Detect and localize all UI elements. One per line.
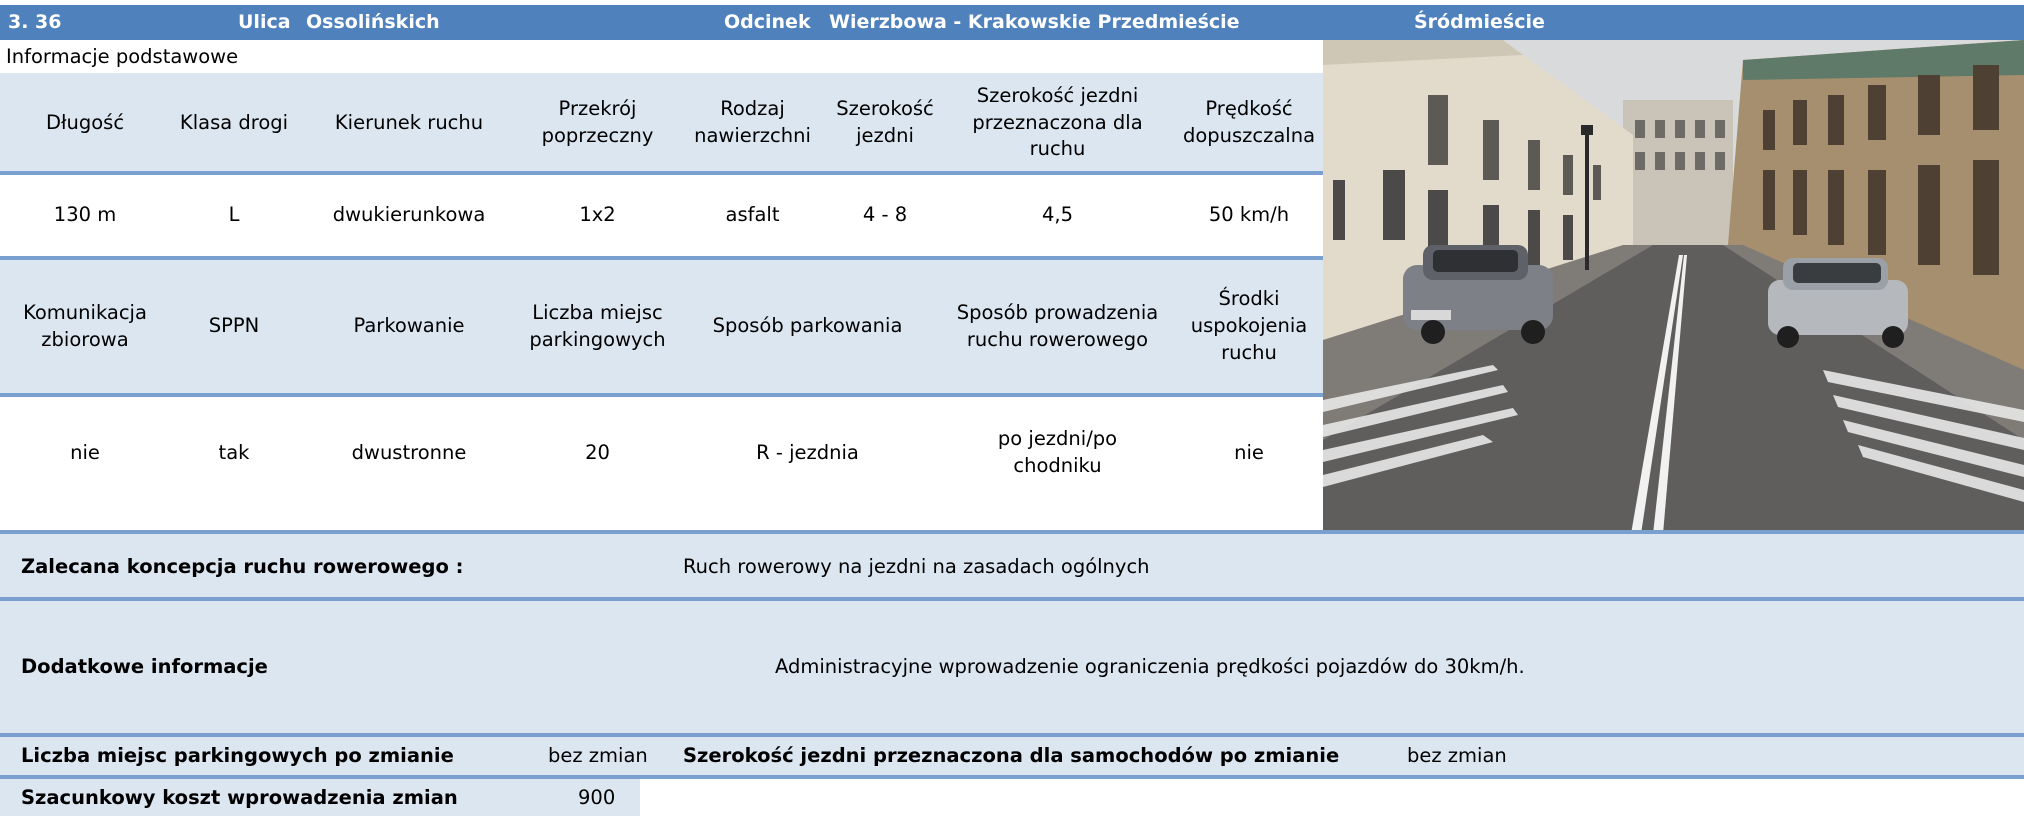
divider: [0, 171, 1323, 175]
header-cross-section: Przekrój poprzeczny: [541, 97, 654, 147]
after-change-row: [0, 737, 2024, 775]
additional-label: Dodatkowe informacje: [21, 655, 268, 678]
header-traffic-calming: Środki uspokojenia ruchu: [1190, 287, 1308, 364]
divider: [0, 393, 1323, 397]
segment-label: Odcinek: [724, 11, 811, 33]
value-bicycle-traffic: po jezdni/po chodniku: [997, 427, 1118, 477]
value-cross-section: 1x2: [579, 202, 616, 226]
header-parking-spaces: Liczba miejsc parkingowych: [529, 300, 666, 351]
value-parking-method: R - jezdnia: [756, 440, 859, 464]
value-speed-limit: 50 km/h: [1208, 202, 1290, 226]
header-traffic-direction: Kierunek ruchu: [334, 110, 484, 134]
value-traffic-width: 4,5: [1041, 202, 1073, 226]
value-parking-spaces: 20: [585, 440, 610, 464]
divider: [0, 775, 2024, 779]
table1-header-row: [0, 73, 1323, 173]
section-title: Informacje podstawowe: [6, 45, 239, 68]
cost-value: 900: [578, 786, 616, 809]
district-name: Śródmieście: [1414, 11, 1545, 33]
recommended-value: Ruch rowerowy na jezdni na zasadach ogól…: [683, 555, 1150, 578]
header-public-transport: Komunikacja zbiorowa: [23, 300, 147, 351]
header-sppn: SPPN: [208, 314, 260, 338]
width-after-label: Szerokość jezdni przeznaczona dla samoch…: [683, 744, 1340, 767]
cost-row: [0, 779, 640, 816]
header-speed-limit: Prędkość dopuszczalna: [1182, 97, 1316, 147]
street-name: Ossolińskich: [306, 11, 440, 33]
recommended-row: [0, 534, 2024, 598]
value-traffic-calming: nie: [1234, 440, 1264, 464]
divider: [0, 597, 2024, 601]
header-parking: Parkowanie: [353, 314, 465, 338]
header-bar: 3. 36 Ulica Ossolińskich Odcinek Wierzbo…: [0, 5, 2024, 40]
value-road-width: 4 - 8: [862, 202, 908, 226]
cost-label: Szacunkowy koszt wprowadzenia zmian: [21, 786, 458, 809]
header-surface-type: Rodzaj nawierzchni: [694, 97, 811, 147]
header-parking-method: Sposób parkowania: [712, 314, 903, 338]
header-bicycle-traffic: Sposób prowadzenia ruchu rowerowego: [956, 300, 1159, 351]
segment-name: Wierzbowa - Krakowskie Przedmieście: [829, 11, 1240, 33]
recommended-label: Zalecana koncepcja ruchu rowerowego :: [21, 555, 464, 578]
divider: [0, 256, 1323, 260]
header-traffic-width: Szerokość jezdni przeznaczona dla ruchu: [972, 83, 1143, 161]
value-road-class: L: [228, 202, 240, 226]
parking-after-value: bez zmian: [548, 744, 648, 767]
value-traffic-direction: dwukierunkowa: [332, 202, 486, 226]
parking-after-label: Liczba miejsc parkingowych po zmianie: [21, 744, 454, 767]
additional-value: Administracyjne wprowadzenie ograniczeni…: [775, 655, 1525, 678]
value-length: 130 m: [53, 202, 117, 226]
street-photo: [1323, 40, 2024, 534]
table2-header-row: [0, 260, 1323, 393]
divider: [0, 530, 2024, 534]
header-road-width: Szerokość jezdni: [836, 97, 934, 147]
value-sppn: tak: [218, 440, 250, 464]
street-photo-image: [1323, 40, 2024, 534]
value-public-transport: nie: [70, 440, 100, 464]
value-surface-type: asfalt: [725, 202, 780, 226]
header-road-class: Klasa drogi: [179, 110, 289, 134]
additional-row: [0, 601, 2024, 734]
record-number: 3. 36: [8, 11, 62, 33]
street-label: Ulica: [238, 11, 291, 33]
divider: [0, 733, 2024, 737]
width-after-value: bez zmian: [1407, 744, 1507, 767]
header-length: Długość: [45, 110, 125, 134]
value-parking: dwustronne: [351, 440, 467, 464]
